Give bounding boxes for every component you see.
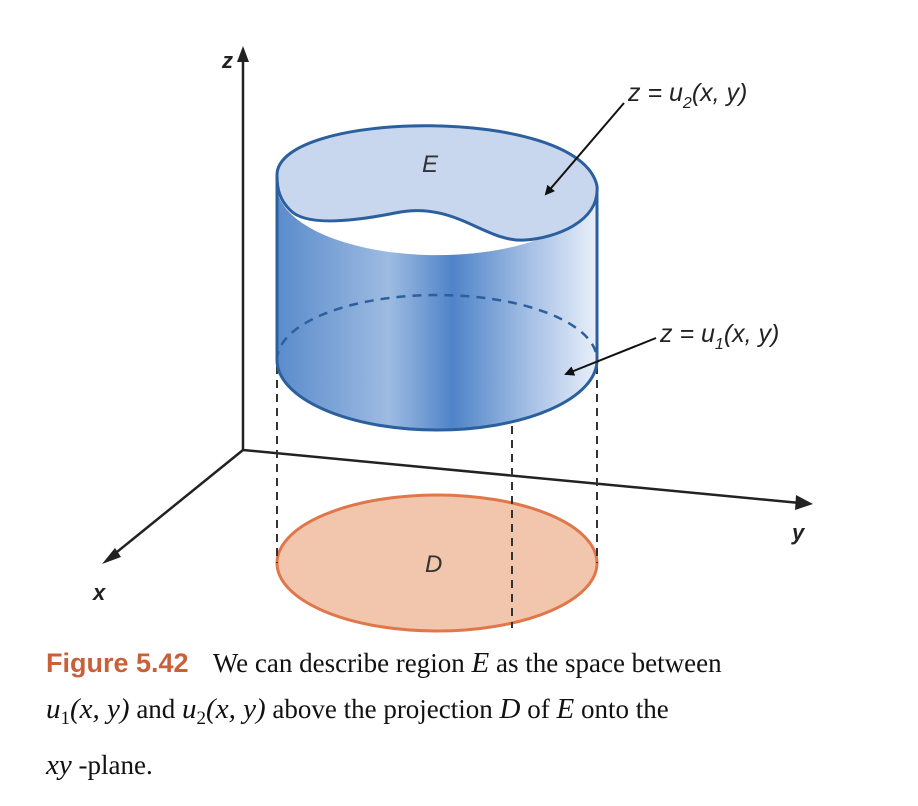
caption-text-5: of	[520, 694, 557, 724]
y-axis-label: y	[791, 520, 806, 545]
y-axis	[242, 448, 801, 505]
lower-surface-prefix: z = u	[659, 320, 715, 348]
lower-surface-suffix: (x, y)	[724, 320, 780, 348]
figure-number: Figure 5.42	[46, 648, 189, 678]
region-diagram: z y x D E z = u2(x, y) z = u1(x, y)	[92, 46, 813, 633]
lower-surface-pointer	[564, 337, 657, 376]
projection-label: D	[425, 551, 442, 578]
solid-label: E	[422, 151, 439, 178]
caption-text-3: and	[129, 694, 183, 724]
caption-sub-2: 2	[196, 708, 207, 729]
caption-text-6: onto the	[574, 694, 669, 724]
caption-text-4: above the projection	[265, 694, 500, 724]
solid-bottom-back-edge	[275, 293, 599, 361]
caption-var-u1: u	[46, 693, 61, 725]
upper-surface-suffix: (x, y)	[692, 79, 748, 107]
x-axis-label: x	[92, 580, 106, 605]
caption-sub-1: 1	[60, 708, 71, 729]
caption-args-1: (x, y)	[70, 693, 130, 725]
caption-var-d: D	[499, 693, 521, 725]
upper-surface-pointer	[544, 102, 625, 196]
y-axis-arrowhead	[795, 495, 813, 510]
solid-side-surface	[276, 180, 597, 430]
lower-surface-label: z = u1(x, y)	[659, 320, 779, 353]
caption-var-e2: E	[556, 693, 575, 725]
upper-surface-label: z = u2(x, y)	[627, 79, 747, 112]
caption-args-2: (x, y)	[206, 693, 266, 725]
z-axis-arrowhead	[237, 46, 249, 62]
upper-surface-subscript: 2	[682, 95, 692, 112]
z-axis-label: z	[221, 48, 233, 73]
caption-var-e1: E	[471, 647, 490, 679]
caption-text-2: as the space between	[489, 648, 722, 678]
upper-surface-prefix: z = u	[627, 79, 683, 107]
x-axis-arrowhead	[102, 548, 121, 564]
solid-bottom-front-edge	[275, 359, 599, 432]
caption-var-u2: u	[182, 693, 197, 725]
solid-top-surface	[275, 124, 599, 242]
lower-surface-subscript: 1	[715, 336, 724, 353]
caption-var-xy: xy	[46, 749, 72, 781]
caption-text-7: -plane.	[71, 750, 153, 780]
caption-text-1: We can describe region	[206, 648, 472, 678]
figure-caption: Figure 5.42 We can describe region E as …	[46, 640, 876, 788]
x-axis	[111, 449, 244, 557]
